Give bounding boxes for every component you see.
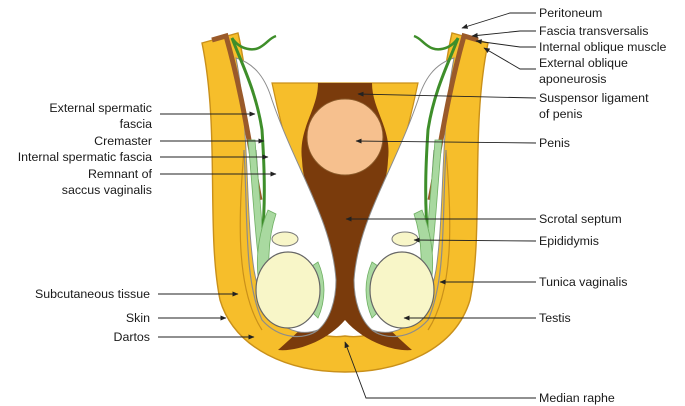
left-fascia-grey: [243, 149, 319, 338]
left-epididymis: [271, 231, 299, 247]
label-suspensor-2: of penis: [539, 107, 582, 121]
label-internal-oblique: Internal oblique muscle: [539, 40, 667, 54]
right-peritoneum: [424, 37, 460, 241]
label-epididymis: Epididymis: [539, 234, 599, 248]
left-testis: [255, 251, 321, 329]
label-external-oblique-2: aponeurosis: [539, 72, 607, 86]
label-suspensor-1: Suspensor ligament: [539, 91, 649, 105]
label-external-oblique-1: External oblique: [539, 56, 628, 70]
left-peritoneum-top: [230, 34, 277, 51]
right-epididymis: [391, 231, 419, 247]
label-median-raphe: Median raphe: [539, 391, 615, 405]
anatomy-illustration: [201, 32, 489, 373]
penis-shape: [306, 98, 384, 176]
leader-fascia-transversalis: [471, 30, 536, 38]
label-skin: Skin: [126, 311, 150, 325]
skin-inner-line-right: [427, 149, 451, 331]
leader-lines: [158, 12, 537, 399]
label-peritoneum: Peritoneum: [539, 6, 602, 20]
label-fascia-transversalis: Fascia transversalis: [539, 24, 648, 38]
label-scrotal-septum: Scrotal septum: [539, 212, 622, 226]
leader-suspensor: [357, 91, 537, 99]
label-penis: Penis: [539, 136, 570, 150]
label-remnant-2: saccus vaginalis: [62, 183, 152, 197]
right-peritoneum-top: [413, 34, 460, 51]
label-internal-spermatic: Internal spermatic fascia: [18, 150, 152, 164]
label-external-spermatic-1: External spermatic: [49, 101, 152, 115]
leader-epididymis: [413, 237, 537, 243]
leader-internal-oblique: [475, 39, 536, 48]
label-remnant-1: Remnant of: [88, 167, 153, 181]
leader-peritoneum: [461, 12, 536, 29]
label-dartos: Dartos: [114, 330, 151, 344]
label-testis: Testis: [539, 311, 571, 325]
label-cremaster: Cremaster: [94, 134, 152, 148]
leader-median-raphe: [344, 341, 536, 399]
label-subcutaneous: Subcutaneous tissue: [35, 287, 150, 301]
label-tunica-vaginalis: Tunica vaginalis: [539, 275, 627, 289]
labels: Peritoneum Fascia transversalis Internal…: [18, 6, 667, 405]
leader-external-oblique: [483, 47, 536, 70]
right-fascia-grey: [371, 149, 447, 338]
leader-penis: [355, 138, 537, 144]
left-peritoneum: [230, 37, 266, 241]
skin-inner-line-left: [239, 149, 263, 331]
right-testis: [369, 251, 435, 329]
label-external-spermatic-2: fascia: [120, 117, 152, 131]
